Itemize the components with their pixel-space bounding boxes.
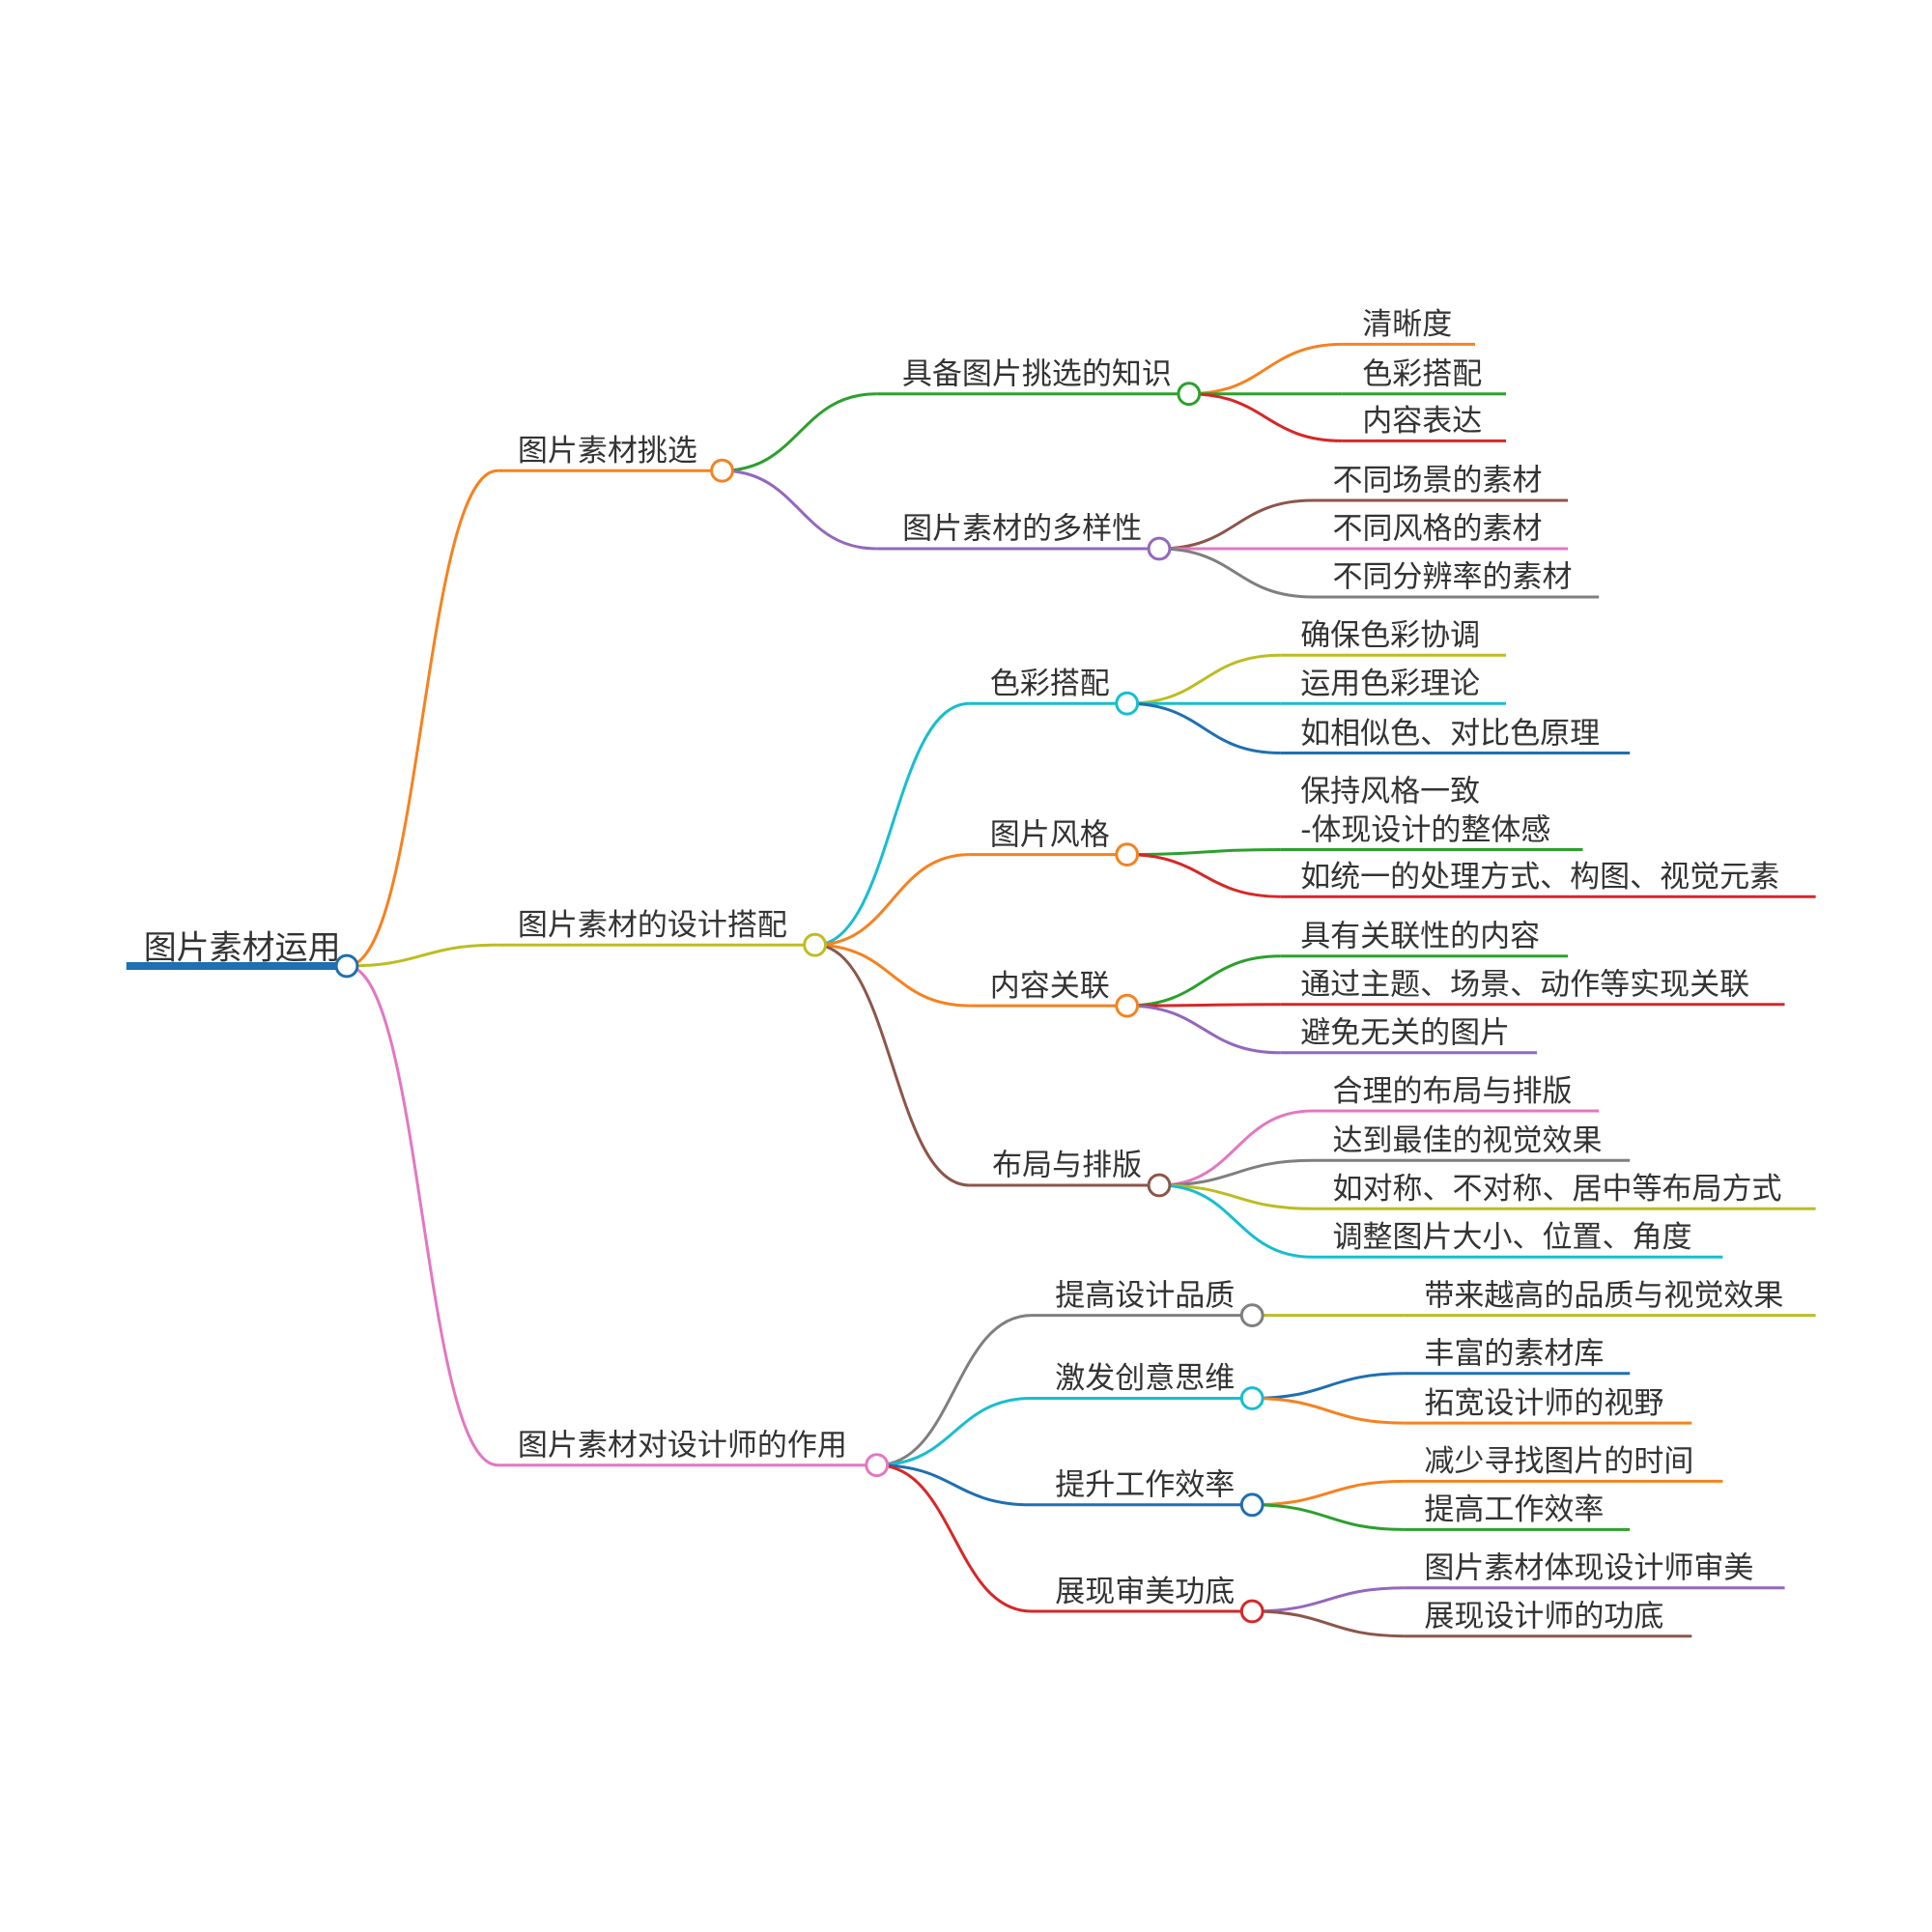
l2-node-knob-2-0[interactable]	[1239, 1303, 1264, 1327]
leaf-label-0-1-0: 不同场景的素材	[1333, 464, 1543, 498]
leaf-label-1-3-0: 合理的布局与排版	[1333, 1074, 1573, 1109]
l1-node-knob-0[interactable]	[710, 458, 734, 483]
leaf-label-0-0-1: 色彩搭配	[1362, 357, 1482, 392]
l2-node-knob-0-1[interactable]	[1147, 536, 1172, 561]
connector-l1-2-to-l2-2	[876, 1463, 1033, 1507]
connector-l2-1-3-to-leaf-3	[1158, 1183, 1314, 1259]
l2-node-label-1-2: 内容关联	[990, 969, 1110, 1004]
l2-node-knob-2-1[interactable]	[1239, 1386, 1264, 1410]
connector-l2-1-0-to-leaf-0	[1126, 653, 1281, 705]
leaf-label-0-1-1: 不同风格的素材	[1333, 512, 1543, 547]
mind-map-labels: 图片素材运用图片素材挑选具备图片挑选的知识清晰度色彩搭配内容表达图片素材的多样性…	[144, 307, 1784, 1634]
connector-root-to-l1-0	[346, 469, 498, 968]
connector-l2-1-3-to-leaf-1	[1158, 1158, 1314, 1187]
connector-l1-2-to-l2-1	[876, 1397, 1033, 1467]
connector-l2-2-2-to-leaf-1	[1252, 1503, 1405, 1531]
leaf-label-2-2-0: 减少寻找图片的时间	[1424, 1444, 1693, 1479]
leaf-label-2-3-0: 图片素材体现设计师审美	[1424, 1550, 1753, 1585]
connector-l1-1-to-l2-1	[814, 853, 970, 947]
connector-root-to-l1-2	[346, 964, 498, 1467]
leaf-label-2-1-1: 拓宽设计师的视野	[1424, 1386, 1663, 1421]
connector-l1-1-to-l2-3	[814, 943, 970, 1187]
l1-node-knob-2[interactable]	[865, 1453, 890, 1478]
leaf-label-2-2-1: 提高工作效率	[1424, 1492, 1604, 1527]
l2-node-label-1-1: 图片风格	[990, 817, 1110, 852]
connector-l2-2-2-to-leaf-0	[1252, 1479, 1405, 1507]
l2-node-knob-2-3[interactable]	[1239, 1599, 1264, 1624]
root-node-knob[interactable]	[334, 953, 359, 979]
l2-node-knob-1-1[interactable]	[1115, 842, 1140, 867]
leaf-label-1-1-0: 保持风格一致	[1300, 775, 1480, 810]
l2-node-label-2-1: 激发创意思维	[1055, 1361, 1235, 1396]
l2-node-label-2-2: 提升工作效率	[1055, 1468, 1235, 1503]
leaf-label-1-3-1: 达到最佳的视觉效果	[1333, 1123, 1603, 1158]
connector-root-to-l1-1	[346, 943, 498, 968]
root-node-label: 图片素材运用	[144, 928, 341, 967]
connector-l2-0-0-to-leaf-0	[1188, 342, 1343, 396]
l2-node-label-2-3: 展现审美功底	[1055, 1575, 1235, 1609]
leaf-label-1-2-2: 避免无关的图片	[1300, 1016, 1510, 1051]
connector-l2-2-3-to-leaf-0	[1252, 1586, 1405, 1613]
l2-node-label-1-3: 布局与排版	[992, 1149, 1142, 1183]
l1-node-label-0: 图片素材挑选	[518, 434, 697, 469]
leaf-label-2-0-0: 带来越高的品质与视觉效果	[1424, 1278, 1783, 1313]
connector-l2-2-1-to-leaf-1	[1252, 1397, 1405, 1425]
connector-l2-2-3-to-leaf-1	[1252, 1609, 1405, 1638]
connector-l2-1-2-to-leaf-2	[1126, 1004, 1281, 1055]
connector-l2-1-3-to-leaf-0	[1158, 1109, 1314, 1187]
connector-l2-2-1-to-leaf-0	[1252, 1372, 1405, 1400]
connector-l2-1-3-to-leaf-2	[1158, 1183, 1314, 1210]
l1-node-label-2: 图片素材对设计师的作用	[518, 1429, 847, 1463]
connector-l1-2-to-l2-3	[876, 1463, 1033, 1613]
leaf-label-1-0-1: 运用色彩理论	[1300, 667, 1480, 701]
leaf-label-2-1-0: 丰富的素材库	[1424, 1337, 1604, 1372]
mind-map-underlines	[126, 342, 1816, 1638]
connector-l2-1-2-to-leaf-1	[1126, 1003, 1281, 1008]
leaf-label-0-1-2: 不同分辨率的素材	[1333, 560, 1573, 595]
l1-node-label-1: 图片素材的设计搭配	[518, 908, 787, 943]
connector-l2-1-0-to-leaf-2	[1126, 701, 1281, 754]
leaf-label-1-3-2: 如对称、不对称、居中等布局方式	[1333, 1172, 1782, 1207]
connector-l2-1-1-to-leaf-0	[1126, 848, 1281, 857]
connector-l2-0-0-to-leaf-2	[1188, 392, 1343, 442]
connector-l2-0-1-to-leaf-2	[1158, 547, 1314, 599]
connector-l1-1-to-l2-0	[814, 701, 970, 947]
connector-l1-2-to-l2-0	[876, 1314, 1033, 1467]
l2-node-knob-2-2[interactable]	[1239, 1492, 1264, 1518]
leaf-label-1-3-3: 调整图片大小、位置、角度	[1333, 1220, 1692, 1255]
connector-l2-1-2-to-leaf-0	[1126, 954, 1281, 1008]
l2-node-label-2-0: 提高设计品质	[1055, 1278, 1235, 1313]
leaf-label-line2-1-1-0: -体现设计的整体感	[1300, 812, 1550, 847]
leaf-label-1-2-1: 通过主题、场景、动作等实现关联	[1300, 968, 1749, 1003]
connector-l1-0-to-l2-0	[722, 392, 877, 472]
l2-node-label-0-0: 具备图片挑选的知识	[902, 357, 1172, 392]
leaf-label-1-2-0: 具有关联性的内容	[1300, 920, 1540, 954]
l2-node-label-1-0: 色彩搭配	[990, 667, 1110, 701]
l1-node-knob-1[interactable]	[803, 932, 827, 957]
l2-node-knob-1-2[interactable]	[1115, 993, 1140, 1018]
l2-node-label-0-1: 图片素材的多样性	[902, 512, 1142, 547]
connector-l2-1-1-to-leaf-1	[1126, 853, 1281, 898]
leaf-label-2-3-1: 展现设计师的功底	[1424, 1599, 1663, 1634]
l2-node-knob-1-3[interactable]	[1147, 1173, 1172, 1198]
leaf-label-1-0-2: 如相似色、对比色原理	[1300, 716, 1600, 751]
leaf-label-1-1-1: 如统一的处理方式、构图、视觉元素	[1300, 860, 1779, 895]
mind-map-knobs	[334, 382, 1264, 1624]
l2-node-knob-0-0[interactable]	[1177, 382, 1202, 407]
l2-node-knob-1-0[interactable]	[1115, 691, 1140, 716]
connector-l1-0-to-l2-1	[722, 469, 877, 551]
connector-l1-1-to-l2-2	[814, 943, 970, 1008]
leaf-label-0-0-2: 内容表达	[1362, 404, 1482, 439]
connector-l2-0-1-to-leaf-0	[1158, 498, 1314, 551]
leaf-label-0-0-0: 清晰度	[1362, 307, 1452, 342]
mind-map-connectors	[346, 342, 1405, 1638]
leaf-label-1-0-0: 确保色彩协调	[1300, 618, 1480, 653]
